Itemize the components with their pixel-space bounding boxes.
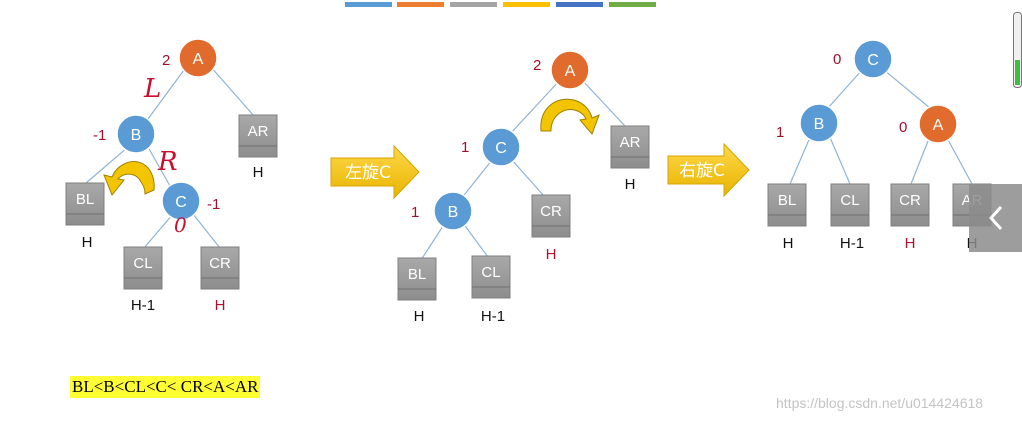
height-bl: H — [414, 308, 425, 325]
leaf-ar: AR — [238, 114, 278, 158]
height-cr: H — [215, 297, 226, 314]
leaf-cr: CR — [890, 183, 930, 227]
height-cl: H-1 — [840, 235, 864, 252]
diagram-1-before: A 2 B -1 C -1 BL H AR H CL — [65, 38, 278, 314]
leaf-cl: CL — [830, 183, 870, 227]
scrollbar-thumb[interactable] — [1013, 12, 1022, 88]
svg-text:CL: CL — [481, 264, 500, 281]
balance-factor-c: 0 — [833, 51, 841, 68]
rotate-arrow-icon-2 — [540, 98, 600, 135]
svg-text:BL: BL — [408, 266, 426, 283]
balance-factor-a: 2 — [533, 57, 541, 74]
svg-text:B: B — [814, 116, 825, 133]
palette-swatch-1 — [345, 2, 392, 7]
palette-swatch-6 — [609, 2, 656, 7]
palette-swatch-5 — [556, 2, 603, 7]
leaf-bl: BL — [397, 257, 437, 301]
svg-text:CR: CR — [540, 203, 562, 220]
rotate-right-arrow: 右旋C — [667, 142, 750, 198]
leaf-cr: CR — [531, 194, 571, 238]
svg-text:AR: AR — [248, 123, 269, 140]
height-bl: H — [783, 235, 794, 252]
rotate-arrow-icon — [103, 161, 155, 196]
watermark-text: https://blog.csdn.net/u014424618 — [776, 395, 984, 411]
balance-factor-b: 1 — [776, 124, 784, 141]
palette-swatch-2 — [397, 2, 444, 7]
handwritten-zero: 0 — [174, 213, 187, 237]
leaf-bl: BL — [767, 183, 807, 227]
svg-text:CL: CL — [133, 255, 152, 272]
leaf-ar: AR — [610, 125, 650, 169]
balance-factor-a: 0 — [899, 119, 907, 136]
node-b: B — [116, 114, 156, 154]
height-ar: H — [253, 164, 264, 181]
height-ar: H — [625, 176, 636, 193]
balance-factor-c: 1 — [461, 139, 469, 156]
chevron-left-icon — [988, 205, 1003, 231]
leaf-cl: CL — [471, 255, 511, 299]
leaf-cl: CL — [123, 246, 163, 290]
svg-text:A: A — [193, 51, 204, 68]
svg-text:C: C — [867, 52, 879, 69]
svg-text:C: C — [175, 194, 187, 211]
node-c: C — [853, 39, 893, 79]
collapse-panel-button[interactable] — [969, 184, 1022, 252]
node-b: B — [433, 191, 473, 231]
height-cl: H-1 — [131, 297, 155, 314]
node-b: B — [799, 103, 839, 143]
height-bl: H — [82, 234, 93, 251]
balance-factor-c: -1 — [207, 196, 220, 213]
svg-text:CL: CL — [840, 192, 859, 209]
height-cl: H-1 — [481, 308, 505, 325]
svg-text:BL: BL — [778, 192, 796, 209]
svg-text:A: A — [565, 63, 576, 80]
height-cr: H — [905, 235, 916, 252]
balance-factor-b: -1 — [93, 127, 106, 144]
balance-factor-b: 1 — [411, 204, 419, 221]
node-c: C — [161, 181, 201, 221]
node-a: A — [918, 104, 958, 144]
svg-text:CR: CR — [209, 255, 231, 272]
svg-text:BL: BL — [76, 191, 94, 208]
leaf-bl: BL — [65, 182, 105, 226]
rotate-right-label: 右旋C — [679, 161, 725, 181]
inorder-sequence: BL<B<CL<C< CR<A<AR — [70, 376, 261, 398]
leaf-cr: CR — [200, 246, 240, 290]
palette-swatch-4 — [503, 2, 550, 7]
handwritten-l: L — [143, 74, 161, 104]
node-a: A — [178, 38, 218, 78]
rotate-left-label: 左旋C — [345, 163, 391, 183]
balance-factor-a: 2 — [162, 52, 170, 69]
palette-swatch-3 — [450, 2, 497, 7]
handwritten-r: R — [157, 147, 178, 177]
svg-text:A: A — [933, 117, 944, 134]
node-c: C — [481, 127, 521, 167]
svg-text:AR: AR — [620, 134, 641, 151]
rotate-left-arrow: 左旋C — [330, 144, 420, 200]
svg-text:C: C — [495, 140, 507, 157]
svg-text:B: B — [448, 204, 459, 221]
color-palette-strip — [345, 2, 656, 7]
height-cr: H — [546, 246, 557, 263]
diagram-2-after-left-rotation: A 2 C 1 B 1 AR H CR H BL H — [397, 50, 650, 325]
node-a: A — [550, 50, 590, 90]
svg-text:CR: CR — [899, 192, 921, 209]
svg-text:B: B — [131, 127, 142, 144]
diagram-3-after-right-rotation: C 0 B 1 A 0 BL H CL H-1 CR H — [767, 39, 992, 252]
